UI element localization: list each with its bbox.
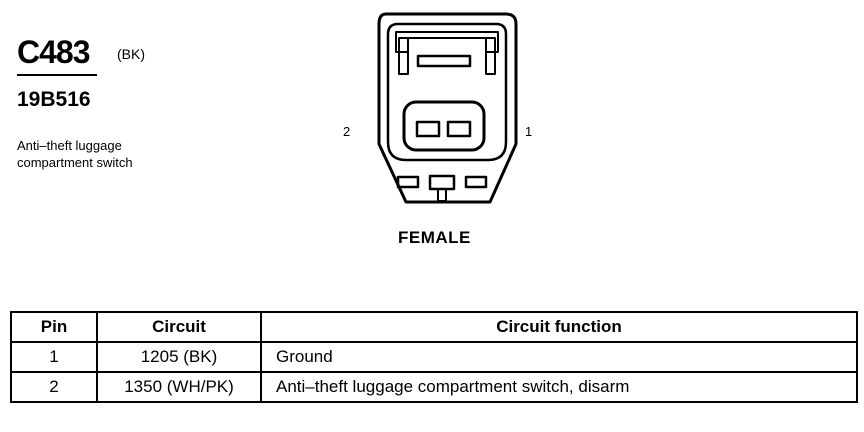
connector-gender-label: FEMALE [398, 228, 471, 247]
connector-key-center [428, 174, 456, 191]
pin-label-2: 2 [343, 124, 351, 139]
cell-circuit: 1205 (BK) [96, 341, 262, 373]
table-row: 2 1350 (WH/PK) Anti–theft luggage compar… [10, 371, 858, 403]
cell-circuit: 1350 (WH/PK) [96, 371, 262, 403]
connector-top-slot [416, 54, 472, 68]
connector-outer-shell [377, 12, 518, 204]
terminal-pin-2 [415, 120, 441, 138]
terminal-pin-1 [446, 120, 472, 138]
header-circuit-function: Circuit function [260, 311, 858, 343]
table-row: 1 1205 (BK) Ground [10, 341, 858, 373]
pin-label-1: 1 [525, 124, 533, 139]
connector-face-diagram [377, 12, 518, 204]
connector-left-post [398, 37, 409, 75]
part-number: 19B516 [17, 88, 91, 111]
connector-color-code: (BK) [117, 46, 145, 62]
connector-right-post [485, 37, 496, 75]
header-pin: Pin [10, 311, 98, 343]
connector-lock-tab [437, 188, 447, 202]
connector-inner-housing [386, 22, 508, 162]
terminal-cavity [402, 100, 486, 152]
connector-id: C483 [17, 34, 90, 70]
connector-latch-outline [395, 31, 499, 53]
pin-table-header-row: Pin Circuit Circuit function [10, 311, 858, 343]
connector-id-underline [17, 74, 97, 76]
pin-table: Pin Circuit Circuit function 1 1205 (BK)… [10, 311, 858, 403]
description-line-1: Anti–theft luggage [17, 138, 122, 153]
cell-circuit-function: Ground [260, 341, 858, 373]
header-circuit: Circuit [96, 311, 262, 343]
description-line-2: compartment switch [17, 155, 133, 170]
connector-description: Anti–theft luggage compartment switch [17, 137, 217, 171]
connector-key-left [396, 175, 420, 189]
connector-key-right [464, 175, 488, 189]
cell-pin: 2 [10, 371, 98, 403]
cell-pin: 1 [10, 341, 98, 373]
cell-circuit-function: Anti–theft luggage compartment switch, d… [260, 371, 858, 403]
